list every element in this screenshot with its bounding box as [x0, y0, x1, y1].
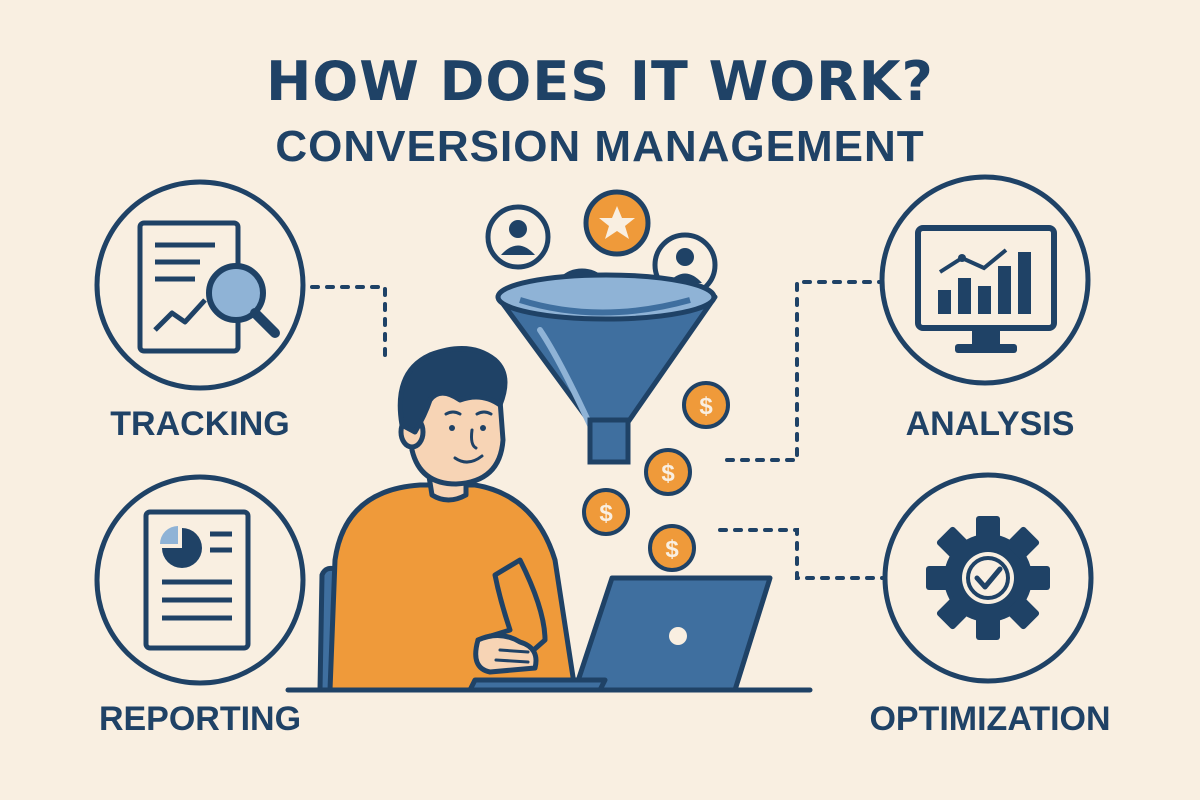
analysis-icon-group — [879, 174, 1091, 386]
star-icon — [583, 189, 651, 257]
optimization-icon-group — [882, 472, 1094, 684]
coin-icon: $ — [582, 488, 630, 536]
document-pie-chart-icon — [143, 509, 251, 651]
step-label-reporting: REPORTING — [98, 700, 302, 738]
coin-symbol: $ — [665, 536, 679, 563]
funnel-icon — [495, 272, 718, 465]
coins: $ $ $ $ — [582, 381, 730, 572]
laptop-logo — [669, 627, 687, 645]
report-magnifier-icon — [137, 220, 280, 354]
connector-analysis — [718, 280, 887, 462]
coin-symbol: $ — [699, 393, 713, 420]
step-label-optimization: OPTIMIZATION — [869, 700, 1111, 738]
page-title: HOW DOES IT WORK? — [266, 50, 934, 113]
person-illustration — [285, 346, 813, 693]
reporting-icon-group — [94, 474, 306, 686]
connector-tracking — [310, 285, 387, 362]
coin-symbol: $ — [661, 460, 675, 487]
page-subtitle: CONVERSION MANAGEMENT — [275, 122, 925, 171]
tracking-icon-group — [94, 179, 306, 391]
step-label-analysis: ANALYSIS — [905, 405, 1075, 443]
gear-check-icon — [926, 516, 1050, 640]
coin-icon: $ — [648, 524, 696, 572]
coin-symbol: $ — [599, 500, 613, 527]
connector-lines — [310, 280, 887, 580]
coin-icon: $ — [644, 448, 692, 496]
coin-icon: $ — [682, 381, 730, 429]
step-label-tracking: TRACKING — [110, 405, 290, 443]
monitor-bar-chart-icon — [915, 225, 1057, 353]
connector-optimization — [718, 528, 887, 580]
hair — [397, 346, 508, 435]
user-icon — [485, 204, 551, 270]
